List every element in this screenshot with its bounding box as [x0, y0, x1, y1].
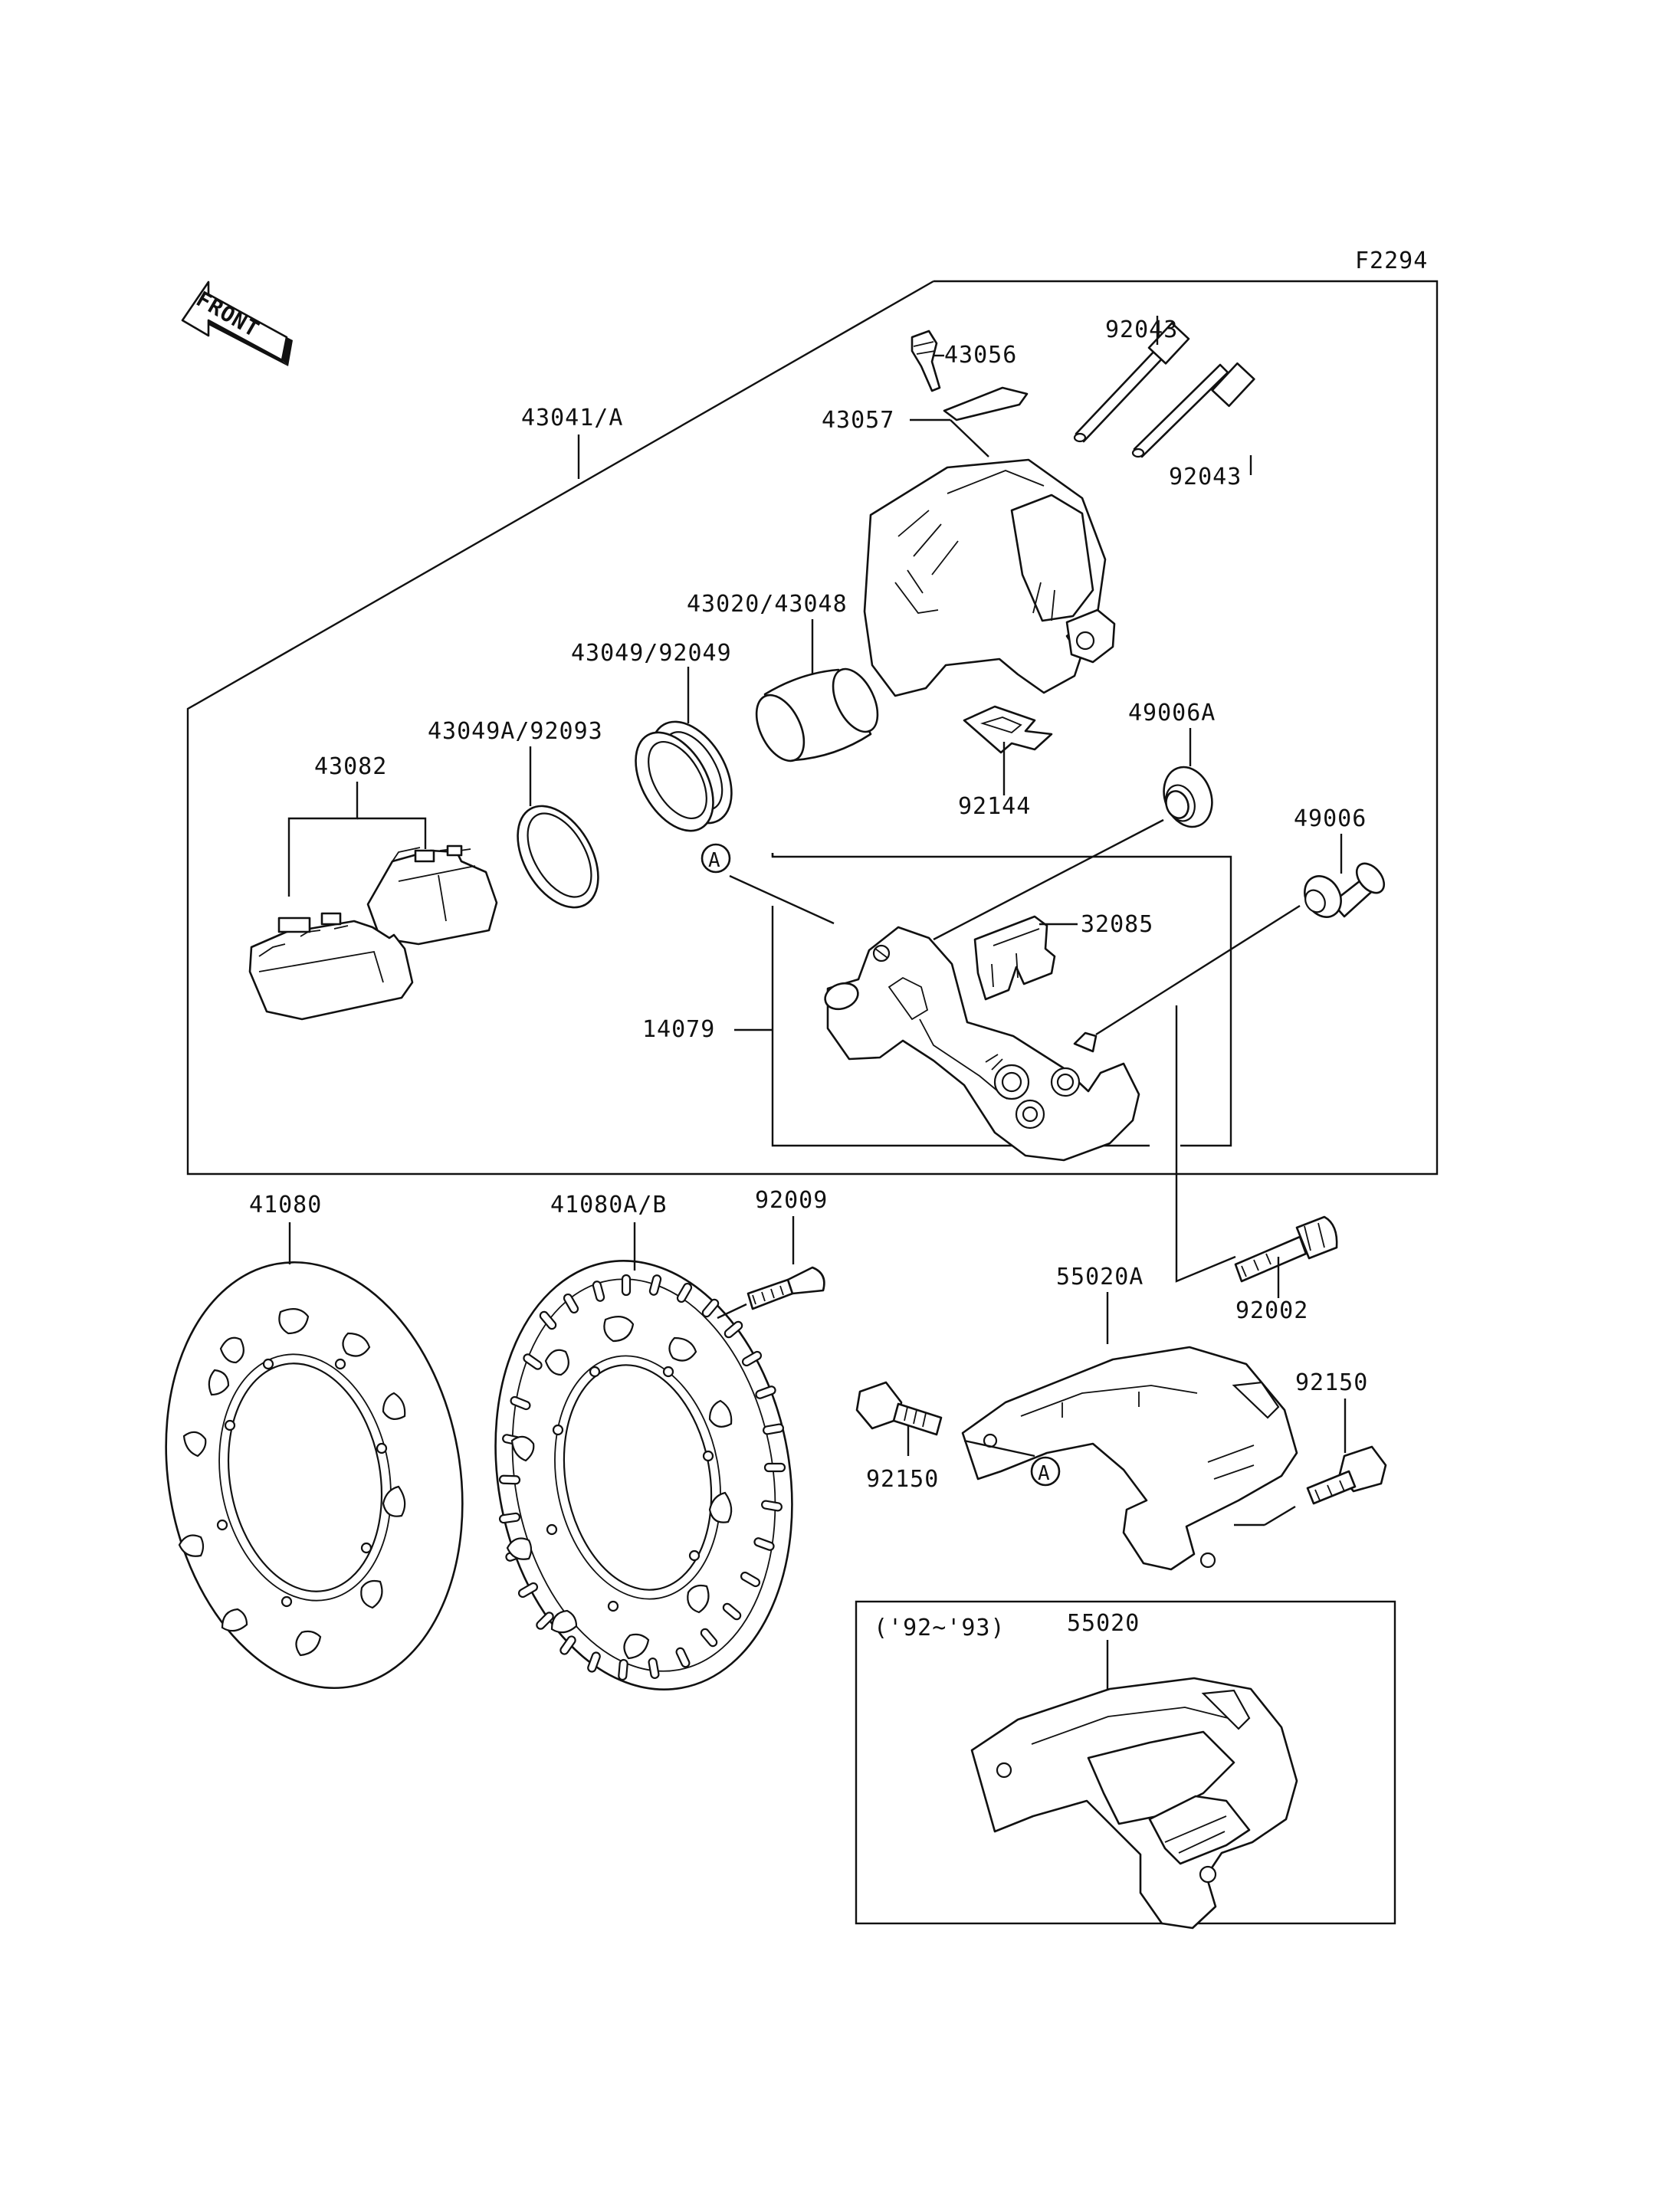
label-year-range: ('92~'93)	[874, 1615, 1006, 1641]
label-92043-top: 92043	[1105, 316, 1178, 343]
brake-disc-part	[165, 1261, 464, 1690]
label-92150-right: 92150	[1295, 1369, 1368, 1396]
brake-pad-front-part	[248, 912, 414, 1021]
label-92002: 92002	[1235, 1297, 1308, 1324]
label-43041: 43041/A	[521, 405, 623, 431]
label-41080ab: 41080A/B	[550, 1192, 668, 1218]
label-92144: 92144	[958, 793, 1031, 820]
front-arrow-icon: FRONT	[181, 280, 293, 366]
label-32085: 32085	[1081, 911, 1153, 938]
bracket-bolt-part	[1234, 1215, 1338, 1283]
piston-seal-part	[635, 720, 733, 832]
label-43057: 43057	[822, 407, 894, 434]
collar-bolt-part	[1304, 862, 1386, 918]
label-92009: 92009	[755, 1187, 828, 1214]
brake-pad-rear-part	[366, 844, 498, 946]
reference-marker-lower: A	[1030, 1456, 1061, 1487]
pad-spring-part	[963, 705, 1053, 754]
label-49006a: 49006A	[1128, 700, 1216, 726]
label-43020: 43020/43048	[687, 591, 848, 618]
piston-part	[755, 667, 879, 762]
label-43049: 43049/92049	[571, 640, 732, 667]
guard-bolt-left-part	[855, 1381, 943, 1436]
boot-part	[1163, 766, 1213, 828]
caliper-pin-lower-part	[1131, 362, 1255, 458]
label-43056: 43056	[944, 342, 1017, 369]
part-number-labels: 43056 92043 43057 43041/A 92043 43020/43…	[249, 316, 1368, 1641]
caliper-bracket-part	[824, 926, 1140, 1162]
brake-disc-drilled-part	[494, 1260, 793, 1690]
label-49006: 49006	[1294, 805, 1367, 832]
label-43082: 43082	[314, 753, 387, 780]
disc-screw-part	[746, 1266, 825, 1310]
assembly-boundary	[186, 280, 1439, 1176]
label-55020: 55020	[1067, 1610, 1140, 1637]
label-92150-left: 92150	[866, 1466, 939, 1493]
caliper-plate-part	[943, 386, 1029, 421]
svg-text:A: A	[1038, 1462, 1051, 1485]
label-43049a: 43049A/92093	[428, 718, 603, 745]
leader-lines	[287, 316, 1347, 1690]
label-55020a: 55020A	[1056, 1264, 1144, 1290]
dust-seal-part	[517, 805, 599, 909]
label-14079: 14079	[642, 1016, 715, 1043]
label-92043-bottom: 92043	[1169, 464, 1242, 490]
bleeder-valve-part	[911, 330, 941, 392]
caliper-pin-upper-part	[1073, 322, 1190, 443]
year-range-box	[855, 1600, 1396, 1925]
guard-bolt-right-part	[1306, 1445, 1387, 1505]
caliper-guard-part	[970, 1677, 1298, 1930]
svg-text:A: A	[708, 849, 721, 872]
reference-marker-upper: A	[701, 843, 731, 874]
caliper-guard-a-part	[961, 1346, 1298, 1571]
spring-plate-part	[973, 915, 1056, 1001]
label-41080: 41080	[249, 1192, 322, 1218]
diagram-code: F2294	[1355, 248, 1428, 274]
caliper-body-part	[863, 458, 1116, 697]
